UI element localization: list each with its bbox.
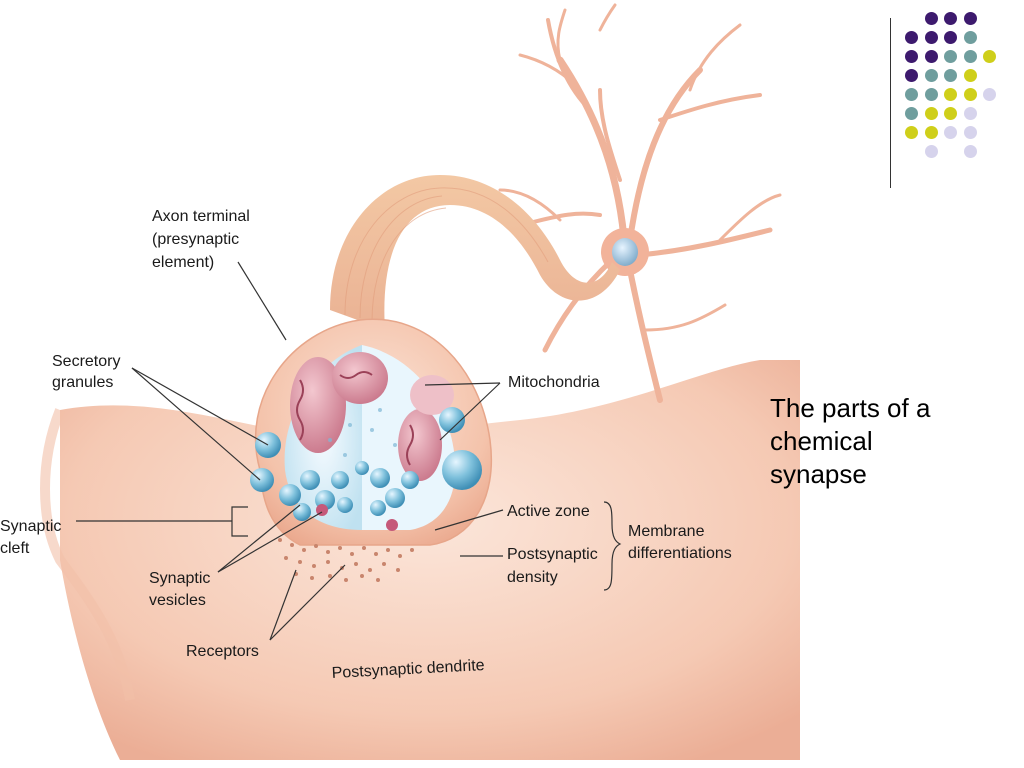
neuron-nucleus [612, 238, 638, 266]
dot-grid-dot [924, 50, 938, 63]
dot-grid-dot [905, 88, 918, 101]
label-membrane-2: differentiations [628, 545, 732, 562]
dot-grid-icon [905, 12, 1015, 162]
label-axon-terminal-1: Axon terminal [152, 208, 250, 225]
dot-grid-dot [963, 126, 977, 139]
leader-lines [76, 261, 622, 641]
dot-grid-dot [944, 126, 957, 139]
dot-grid-dot [944, 31, 957, 44]
dot-grid-dot [924, 145, 938, 158]
dot-grid-dot [963, 88, 977, 101]
label-density-2: density [507, 569, 558, 586]
label-active-zone: Active zone [507, 503, 590, 520]
dot-grid-dot [924, 12, 938, 25]
label-vesicles-1: Synaptic [149, 570, 210, 587]
dot-grid-dot [905, 107, 918, 120]
caption-line-3: synapse [770, 459, 867, 489]
dot-grid-dot [963, 50, 977, 63]
dot-grid-dot [905, 31, 918, 44]
synaptic-vesicles [279, 461, 419, 531]
dot-grid-dot [905, 50, 918, 63]
postsynaptic-dendrite-shape [40, 360, 800, 760]
label-secretory-1: Secretory [52, 353, 120, 370]
label-density-1: Postsynaptic [507, 546, 598, 563]
label-receptors: Receptors [186, 643, 259, 660]
label-cleft-2: cleft [0, 540, 30, 557]
caption-line-1: The parts of a [770, 393, 931, 423]
dot-grid-dot [924, 31, 938, 44]
receptor-field [278, 538, 414, 582]
axon-fibers [344, 187, 549, 323]
dot-grid-dot [944, 12, 957, 25]
dot-grid-dot [905, 126, 918, 139]
dot-grid-dot [963, 107, 977, 120]
dot-grid-dot [963, 31, 977, 44]
label-vesicles-2: vesicles [149, 592, 206, 609]
diagram-labels: Axon terminal (presynaptic element) Secret… [0, 208, 732, 682]
label-cleft-1: Synaptic [0, 518, 61, 535]
slide-caption: The parts of a chemical synapse [770, 392, 1000, 491]
label-mitochondria: Mitochondria [508, 374, 600, 391]
label-secretory-2: granules [52, 374, 113, 391]
label-membrane-1: Membrane [628, 523, 705, 540]
dot-grid-dot [983, 50, 996, 63]
axon-terminal-bulb [250, 318, 492, 546]
dot-grid-dot [905, 69, 918, 82]
dot-grid-dot [924, 126, 938, 139]
caption-line-2: chemical [770, 426, 873, 456]
label-axon-terminal-3: element) [152, 254, 214, 271]
dot-grid-dot [963, 145, 977, 158]
dot-grid-dot [924, 88, 938, 101]
dot-grid-dot [924, 69, 938, 82]
dot-grid-dot [983, 88, 996, 101]
neuron-dendrites [498, 3, 782, 403]
dot-grid-dot [944, 107, 957, 120]
dot-grid-dot [963, 12, 977, 25]
dot-grid-dot [963, 69, 977, 82]
dot-grid-dot [924, 107, 938, 120]
dot-grid-dot [944, 50, 957, 63]
axon [330, 175, 620, 330]
dot-grid-dot [944, 69, 957, 82]
mitochondrion-right [398, 409, 442, 481]
dot-grid-dot [944, 88, 957, 101]
mitochondrion-left [290, 357, 346, 453]
divider-line [890, 18, 891, 188]
label-axon-terminal-2: (presynaptic [152, 231, 239, 248]
